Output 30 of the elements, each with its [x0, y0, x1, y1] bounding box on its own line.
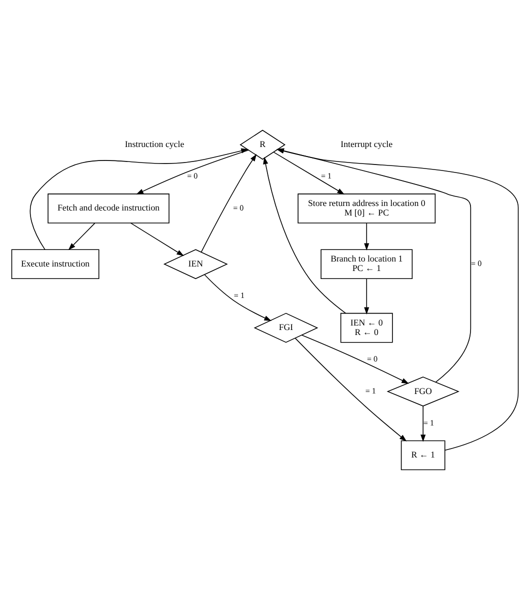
node-box: Store return address in location 0 M [0] ← PC: [298, 194, 436, 224]
arrow: [30, 148, 248, 250]
node-diamond: FGI: [254, 312, 318, 343]
node-box: Execute instruction: [11, 249, 100, 280]
node-box: R ← 1: [400, 440, 446, 470]
arrow: [364, 222, 370, 250]
edge-label: = 1: [321, 172, 332, 181]
node-box: Branch to location 1 PC ← 1: [320, 249, 413, 280]
edge-label: = 0: [366, 354, 378, 364]
edge-label: = 0: [233, 203, 244, 212]
arrow: [263, 156, 346, 314]
edge-label: = 1: [234, 290, 244, 300]
label: Interrupt cycle: [340, 139, 393, 149]
edge-label: = 1: [423, 418, 434, 428]
node-box: IEN ← 0 R ← 0: [340, 312, 393, 343]
node-box: Fetch and decode instruction: [48, 194, 170, 224]
arrow: [273, 152, 345, 194]
edge-label: = 0: [187, 172, 198, 181]
label: Instruction cycle: [124, 139, 184, 149]
arrow: [200, 154, 257, 253]
edge-label: = 0: [471, 259, 482, 268]
arrow: [364, 278, 370, 314]
arrow: [68, 222, 96, 250]
arrow: [301, 334, 409, 384]
arrow: [130, 222, 184, 256]
arrow: [204, 274, 272, 322]
arrow: [420, 406, 426, 442]
edge-label: = 1: [365, 386, 376, 396]
arrow: [136, 150, 249, 194]
arrow: [294, 338, 407, 442]
